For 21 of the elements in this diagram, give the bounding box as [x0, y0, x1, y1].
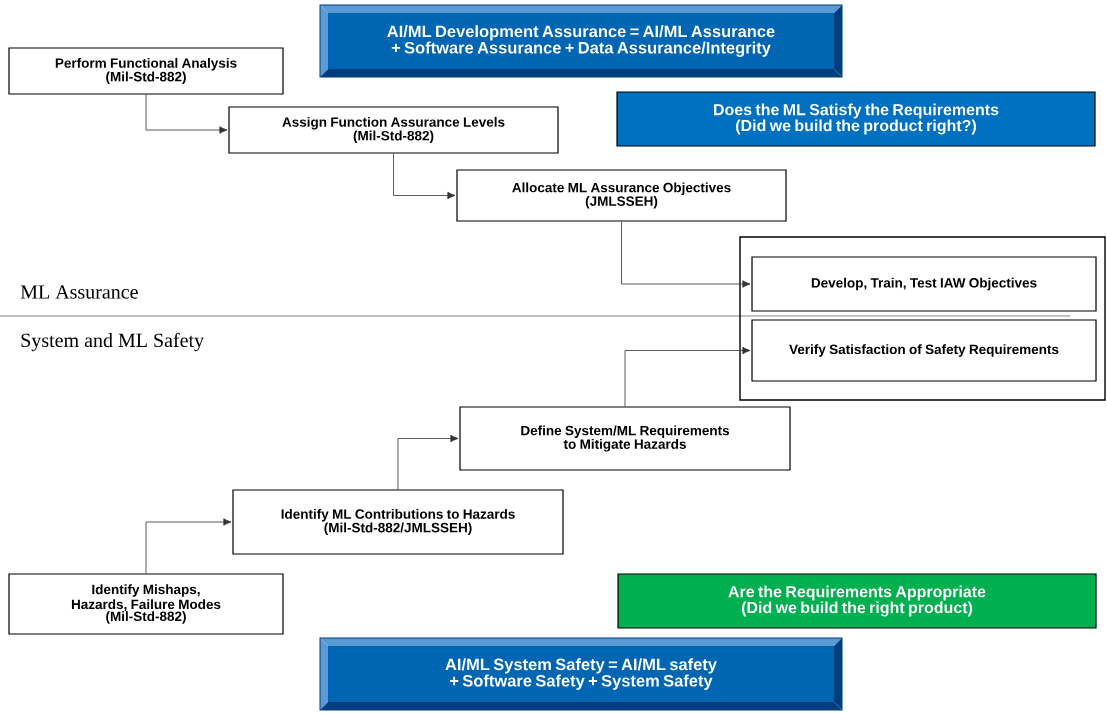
arrow: [393, 153, 456, 200]
arrow: [145, 518, 232, 574]
process-box: Define System/ML Requirements to Mitigate Hazards: [459, 406, 791, 471]
group-frame: [739, 236, 1106, 401]
arrow: [145, 94, 228, 134]
arrow: [397, 434, 459, 490]
section-label: System and ML Safety: [21, 332, 204, 352]
process-box: Develop, Train, Test IAW Objectives: [751, 256, 1097, 312]
banner: AI/ML System Safety = AI/ML safety + Software Safety + System Safety: [319, 637, 843, 711]
arrow: [624, 346, 751, 407]
process-box: Verify Satisfaction of Safety Requirements: [751, 319, 1097, 382]
question-box: Does the ML Satisfy the Requirements (Did we build the product right?): [616, 91, 1096, 147]
section-label: ML Assurance: [20, 285, 138, 299]
process-box: Assign Function Assurance Levels (Mil-Std-882): [228, 106, 559, 154]
process-box: Identify Mishaps, Hazards, Failure Modes (Mil-Std-882): [8, 573, 284, 635]
arrow: [621, 221, 751, 288]
question-box: Are the Requirements Appropriate (Did we build the right product): [617, 573, 1097, 629]
process-box: Allocate ML Assurance Objectives (JMLSSEH): [456, 169, 787, 222]
process-box: Identify ML Contributions to Hazards (Mil-Std-882/JMLSSEH): [232, 489, 564, 555]
process-box: Perform Functional Analysis (Mil-Std-882): [8, 47, 284, 95]
banner: AI/ML Development Assurance = AI/ML Assurance + Software Assurance + Data Assurance/Integrity: [319, 4, 843, 78]
